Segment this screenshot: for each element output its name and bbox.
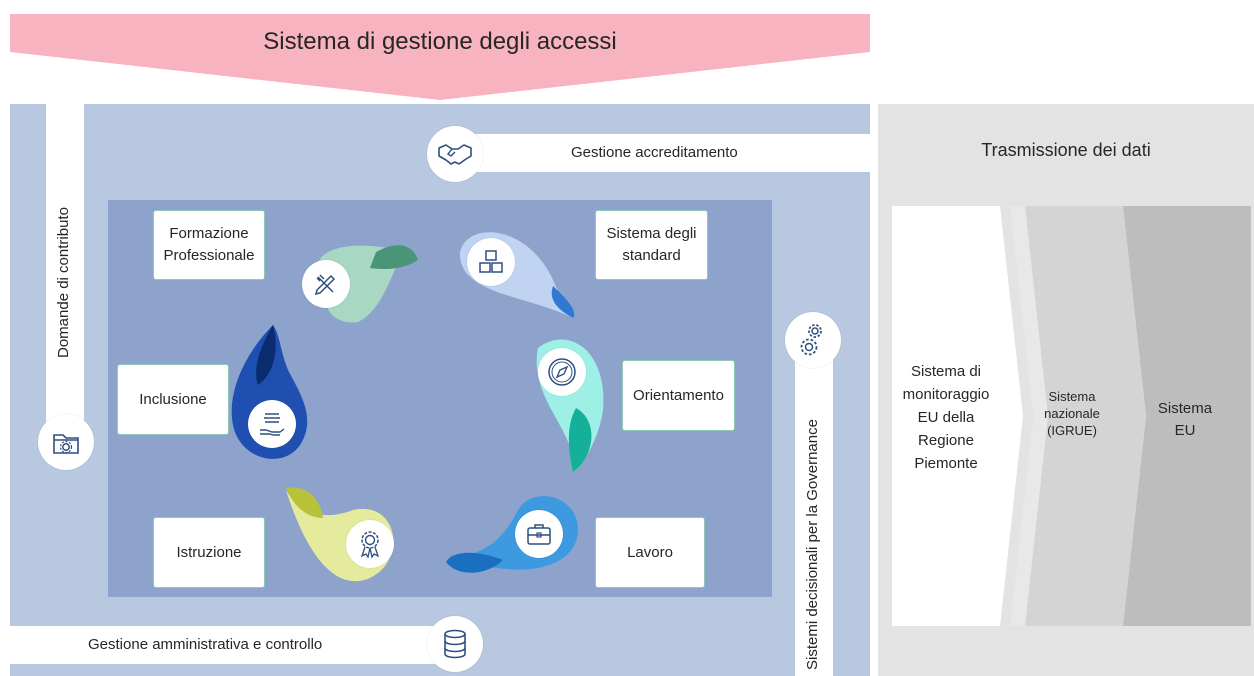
area-lavoro: Lavoro [595, 517, 705, 588]
formazione-icon-circle [302, 260, 350, 308]
handshake-icon [438, 144, 472, 165]
accreditamento-label: Gestione accreditamento [571, 144, 738, 161]
area-formazione: Formazione Professionale [153, 210, 265, 280]
accreditamento-icon-circle [427, 126, 483, 182]
eu-label: Sistema EU [1157, 400, 1213, 439]
area-inclusione: Inclusione [117, 364, 229, 435]
briefcase-icon [527, 524, 551, 545]
amministrativa-icon-circle [427, 616, 483, 672]
chevron-regione [892, 206, 1023, 626]
gears-icon [800, 324, 822, 356]
database-icon [444, 629, 466, 659]
hand-stack-icon [260, 413, 285, 436]
standard-icon-circle [467, 238, 515, 286]
compass-icon [548, 358, 576, 386]
banner-title: Sistema di gestione degli accessi [263, 28, 617, 55]
nazionale-label: Sistema nazionale (IGRUE) [1044, 389, 1100, 438]
governance-label: Sistemi decisionali per la Governance [804, 419, 821, 670]
transmission-chevrons [892, 206, 1251, 626]
domande-strip [46, 104, 84, 444]
accreditamento-strip [448, 134, 870, 172]
transmission-title: Trasmissione dei dati [981, 140, 1151, 160]
area-istruzione: Istruzione [153, 517, 265, 588]
domande-label: Domande di contributo [55, 207, 72, 358]
domande-icon-circle [38, 414, 94, 470]
area-standard: Sistema degli standard [595, 210, 708, 280]
lavoro-icon-circle [515, 510, 563, 558]
access-banner-arrow [10, 14, 870, 100]
governance-icon-circle [785, 312, 841, 368]
regione-label: Sistema di monitoraggio EU della Regione… [902, 363, 990, 472]
pencil-ruler-icon [314, 274, 336, 296]
chevron-eu [1123, 206, 1251, 626]
chevron-nazionale [1010, 206, 1146, 626]
amministrativa-strip [10, 626, 458, 664]
istruzione-icon-circle [346, 520, 394, 568]
cubes-icon [479, 250, 503, 273]
amministrativa-label: Gestione amministrativa e controllo [88, 636, 323, 653]
inclusione-icon-circle [248, 400, 296, 448]
governance-strip [795, 330, 833, 676]
area-orientamento: Orientamento [622, 360, 735, 431]
folder-gear-icon [53, 434, 79, 454]
orientamento-icon-circle [538, 348, 586, 396]
award-icon [360, 531, 380, 559]
